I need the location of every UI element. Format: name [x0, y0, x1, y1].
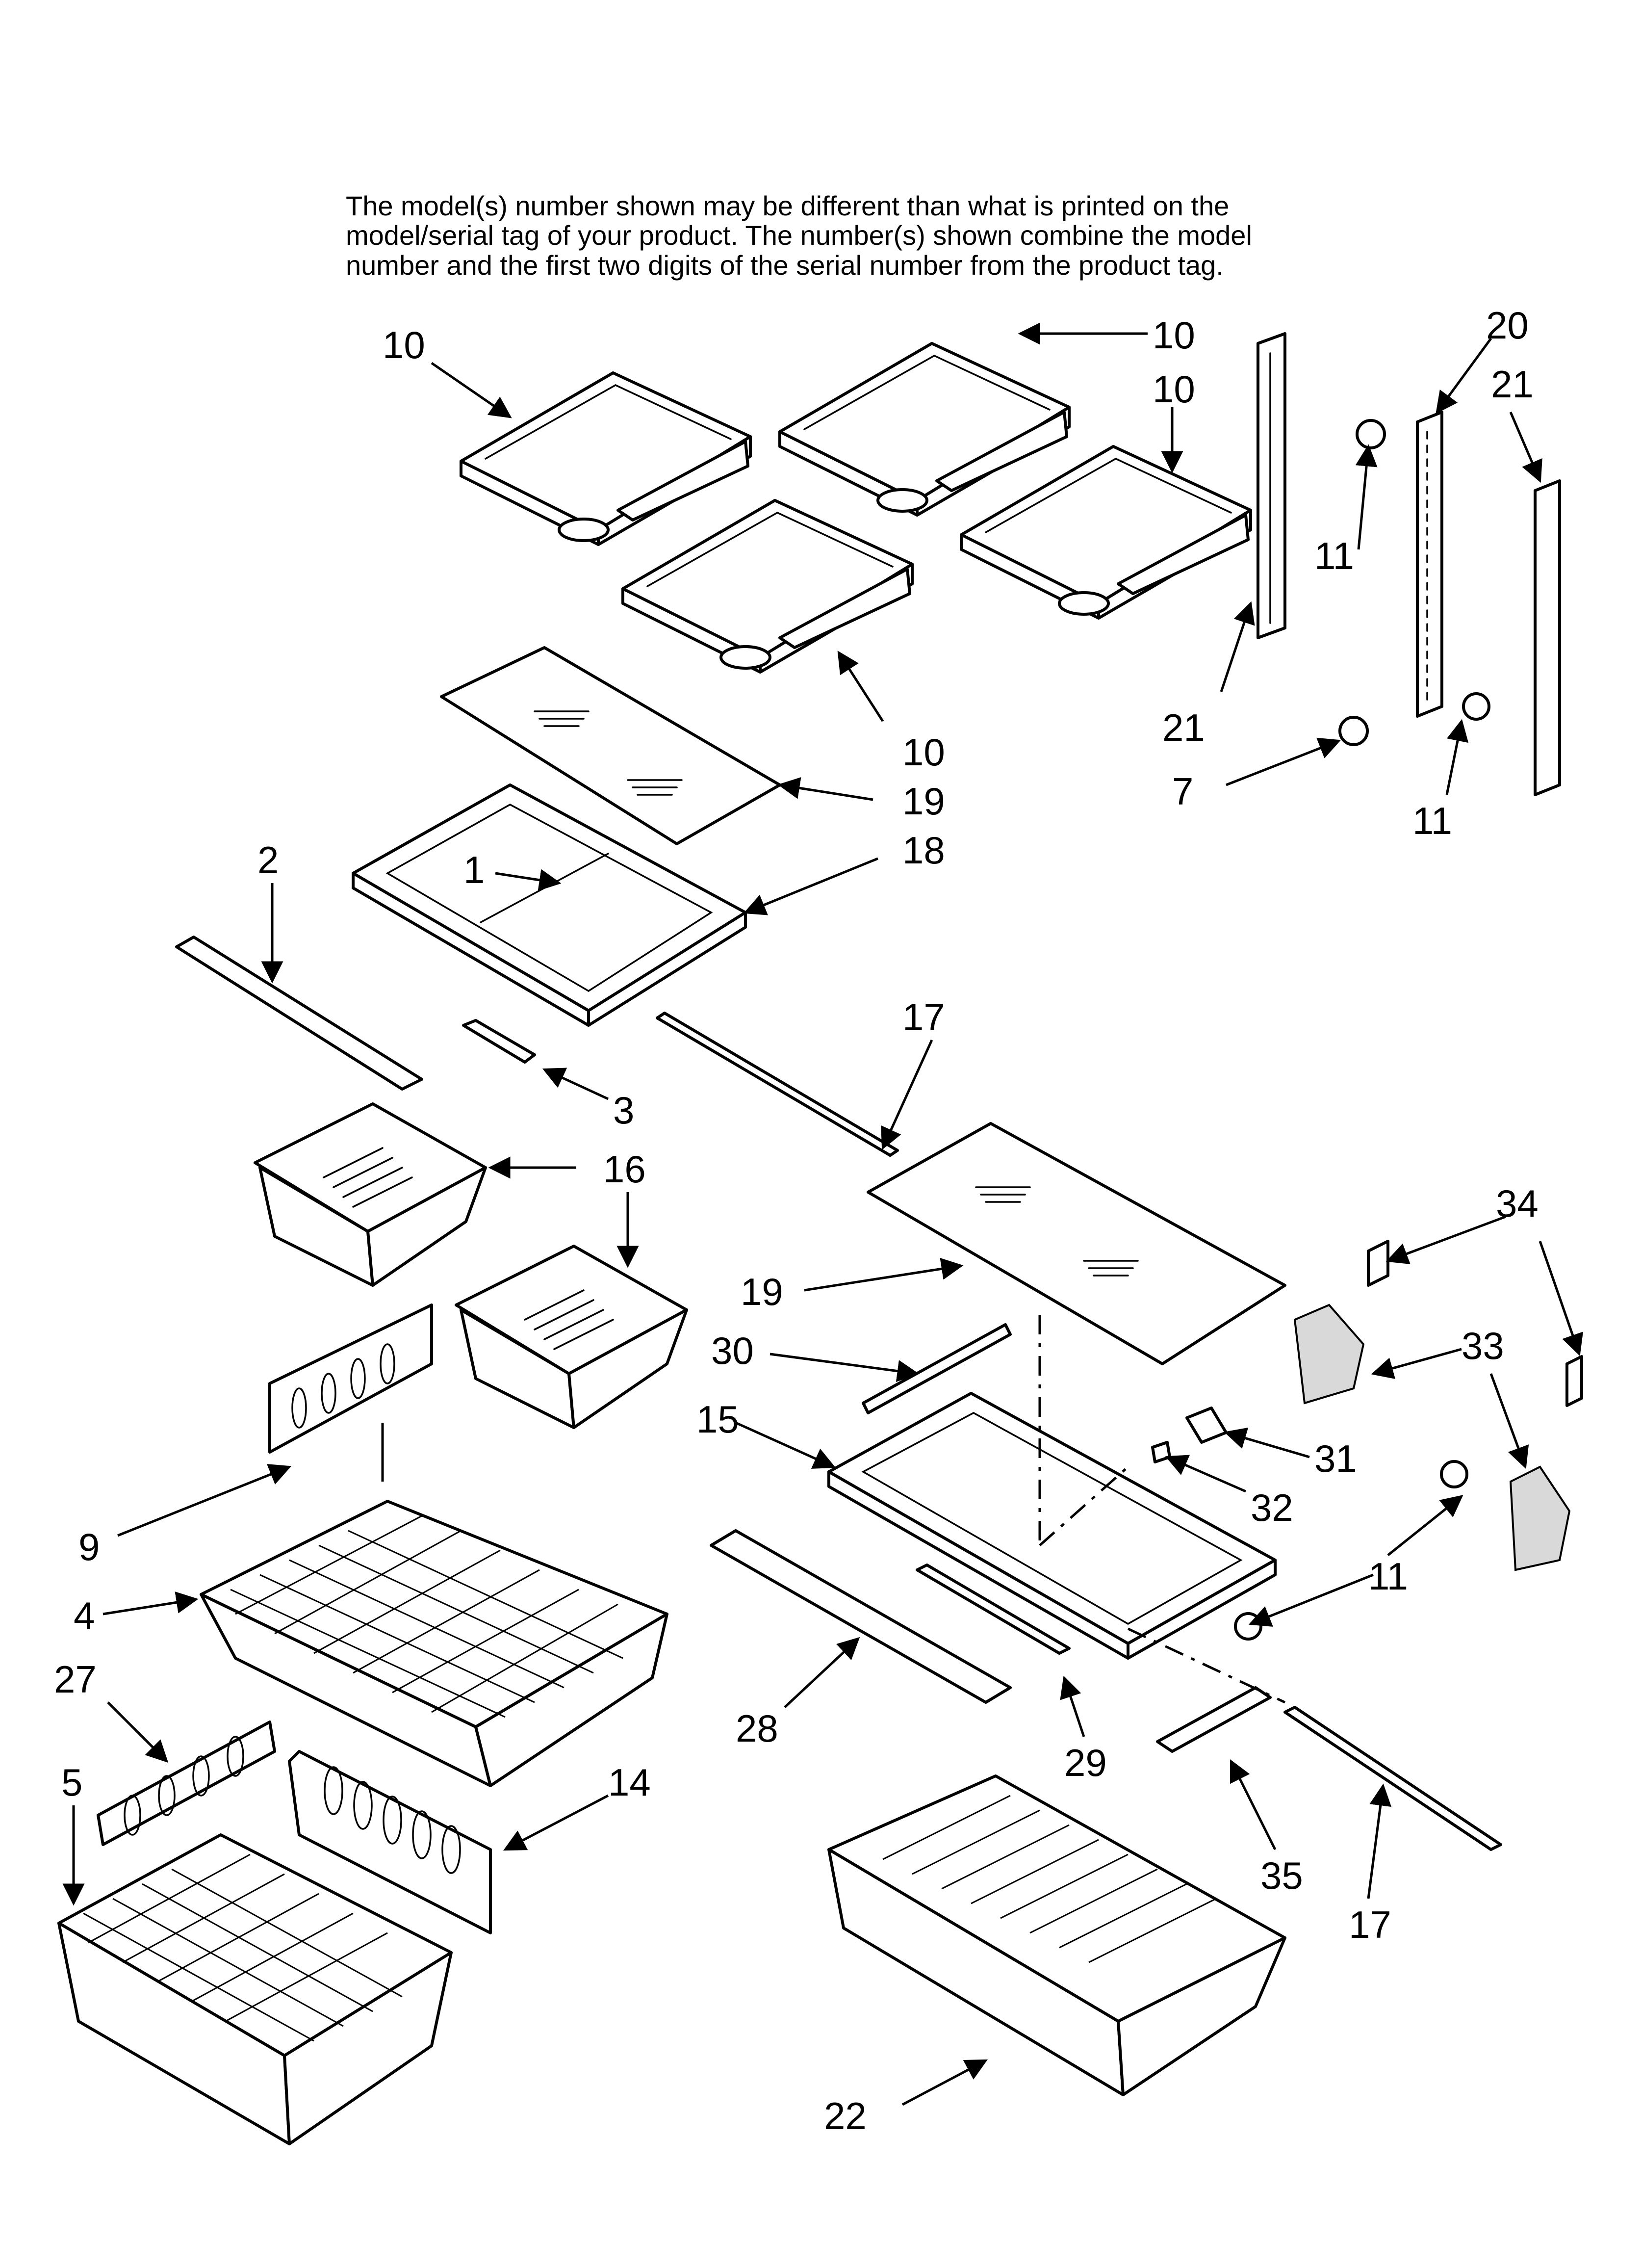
callout-28: 28 — [736, 1707, 778, 1750]
callout-11b: 11 — [1412, 799, 1452, 842]
pantry-frame-15 — [827, 1392, 1277, 1660]
bracket-35 — [1156, 1686, 1272, 1753]
pantry-drawer-22 — [827, 1774, 1286, 2096]
wire-basket-5 — [57, 1833, 453, 2145]
callout-10b: 10 — [1153, 313, 1195, 357]
callout-labels: 10 10 10 10 20 21 11 21 7 11 19 18 1 2 1… — [54, 304, 1539, 2138]
callout-10a: 10 — [383, 323, 425, 366]
divider-strip-2 — [175, 936, 423, 1091]
alignment-lines — [1038, 1315, 1286, 1704]
bracket-33b — [1509, 1465, 1571, 1571]
crisper-right — [455, 1245, 688, 1429]
callout-17a: 17 — [902, 995, 945, 1039]
callout-14: 14 — [608, 1761, 651, 1804]
bracket-30 — [862, 1323, 1012, 1414]
part-31 — [1185, 1407, 1228, 1444]
callout-15: 15 — [696, 1398, 739, 1441]
divider-9 — [268, 1303, 433, 1454]
shelf-3 — [621, 499, 914, 674]
part-32 — [1151, 1441, 1171, 1463]
rail-middle — [1416, 411, 1443, 718]
shelf-1 — [460, 371, 752, 546]
note-line-1: The model(s) number shown may be differe… — [346, 190, 1230, 221]
callout-arrows — [62, 322, 1583, 2106]
callout-32: 32 — [1251, 1486, 1293, 1529]
callout-10d: 10 — [1153, 367, 1195, 411]
callout-35: 35 — [1260, 1854, 1303, 1897]
callout-20: 20 — [1486, 304, 1529, 347]
callout-4: 4 — [74, 1594, 95, 1637]
callout-21a: 21 — [1491, 363, 1534, 406]
callout-27: 27 — [54, 1658, 97, 1701]
clip-3 — [462, 1019, 536, 1064]
wire-basket-4 — [200, 1500, 668, 1787]
crisper-cover-frame — [352, 783, 747, 1027]
callout-18: 18 — [902, 829, 945, 872]
glass-lower — [867, 1122, 1286, 1365]
clip-34b — [1565, 1355, 1583, 1407]
divider-14 — [288, 1750, 492, 1934]
callout-9: 9 — [78, 1525, 100, 1568]
callout-29: 29 — [1064, 1741, 1107, 1784]
callout-33a: 33 — [1462, 1324, 1504, 1367]
strip-28 — [710, 1529, 1012, 1704]
divider-27 — [97, 1721, 276, 1846]
callout-34a: 34 — [1496, 1182, 1539, 1225]
clip-34a — [1367, 1240, 1389, 1287]
callout-7: 7 — [1172, 770, 1193, 813]
shelf-4 — [960, 445, 1252, 620]
callout-21b: 21 — [1162, 706, 1205, 749]
callout-11a: 11 — [1314, 534, 1354, 577]
callout-19a: 19 — [902, 780, 945, 823]
callout-17b: 17 — [1349, 1903, 1391, 1946]
bracket-33a — [1293, 1303, 1365, 1405]
callout-3: 3 — [613, 1089, 634, 1132]
callout-1: 1 — [463, 848, 485, 891]
callout-19b: 19 — [741, 1270, 783, 1313]
note-line-3: number and the first two digits of the s… — [346, 249, 1224, 281]
callout-30: 30 — [711, 1329, 754, 1372]
callout-16: 16 — [603, 1147, 646, 1191]
model-number-note: The model(s) number shown may be differe… — [346, 191, 1376, 280]
callout-22: 22 — [824, 2094, 867, 2138]
shelf-2 — [778, 342, 1071, 517]
rail-right — [1534, 479, 1561, 796]
rail-left — [1257, 332, 1286, 639]
callout-10c: 10 — [902, 730, 945, 774]
callout-31: 31 — [1314, 1437, 1357, 1480]
rod-17b — [1283, 1706, 1502, 1851]
crisper-left — [254, 1102, 487, 1287]
slide-29 — [916, 1564, 1071, 1655]
rod-17a — [656, 1012, 899, 1157]
note-line-2: model/serial tag of your product. The nu… — [346, 220, 1252, 251]
callout-11c: 11 — [1368, 1555, 1408, 1598]
callout-2: 2 — [257, 838, 279, 882]
callout-5: 5 — [61, 1761, 82, 1804]
